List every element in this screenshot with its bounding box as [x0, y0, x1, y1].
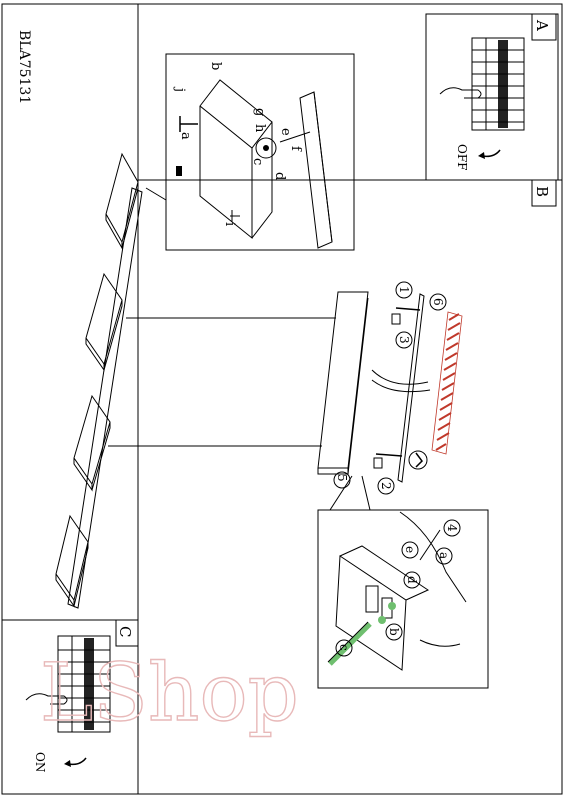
- panel-c-letter: C: [116, 626, 134, 637]
- label-h: h: [252, 124, 267, 133]
- wire-label-c: c: [337, 644, 351, 651]
- down-arrow-icon: [416, 453, 422, 467]
- label-f: f: [288, 146, 303, 152]
- wire-label-b: b: [387, 628, 401, 636]
- model-number: BLA75131: [16, 30, 32, 104]
- light-bar: [68, 188, 142, 608]
- luminaire-body: [56, 154, 336, 608]
- rotate-arrow-icon: [482, 150, 500, 156]
- label-g: g: [252, 108, 267, 116]
- label-j: j: [172, 86, 187, 92]
- bracket: [300, 92, 332, 248]
- rotate-arrow-icon-c: [68, 758, 86, 764]
- wire-label-a: a: [437, 552, 451, 559]
- panel-a-switch-label: OFF: [455, 144, 469, 171]
- label-c: c: [250, 158, 265, 165]
- wire-label-e: e: [403, 546, 417, 553]
- panel-a-letter: A: [533, 19, 551, 31]
- panel-c-switch-label: ON: [33, 752, 47, 772]
- shade-1: [106, 154, 138, 248]
- step-3: 3: [397, 336, 411, 344]
- panel-a: A OFF: [426, 14, 558, 180]
- hand-icon: [440, 88, 481, 98]
- step-2: 2: [379, 482, 393, 490]
- shade-3: [74, 396, 110, 490]
- label-b: b: [208, 62, 223, 70]
- step-1: 1: [397, 286, 411, 294]
- step-4: 4: [445, 524, 459, 532]
- label-i: i: [222, 222, 237, 226]
- label-d: d: [272, 172, 287, 180]
- canopy: 5: [318, 292, 368, 488]
- step-5: 5: [335, 474, 349, 482]
- ceiling-detail-inset: b j a g h e f d c i: [166, 54, 354, 250]
- mounting-rail: 1 3 2 6: [372, 282, 462, 494]
- breaker-panel-a: [440, 38, 524, 130]
- label-a: a: [178, 132, 193, 140]
- panel-b-letter: B: [533, 186, 551, 197]
- wire-label-d: d: [405, 576, 419, 584]
- step-6: 6: [431, 298, 445, 306]
- label-e: e: [278, 128, 293, 136]
- watermark: LShop: [40, 646, 299, 739]
- wiring-detail: 4 a e d b c: [318, 476, 488, 688]
- shade-4: [56, 516, 88, 606]
